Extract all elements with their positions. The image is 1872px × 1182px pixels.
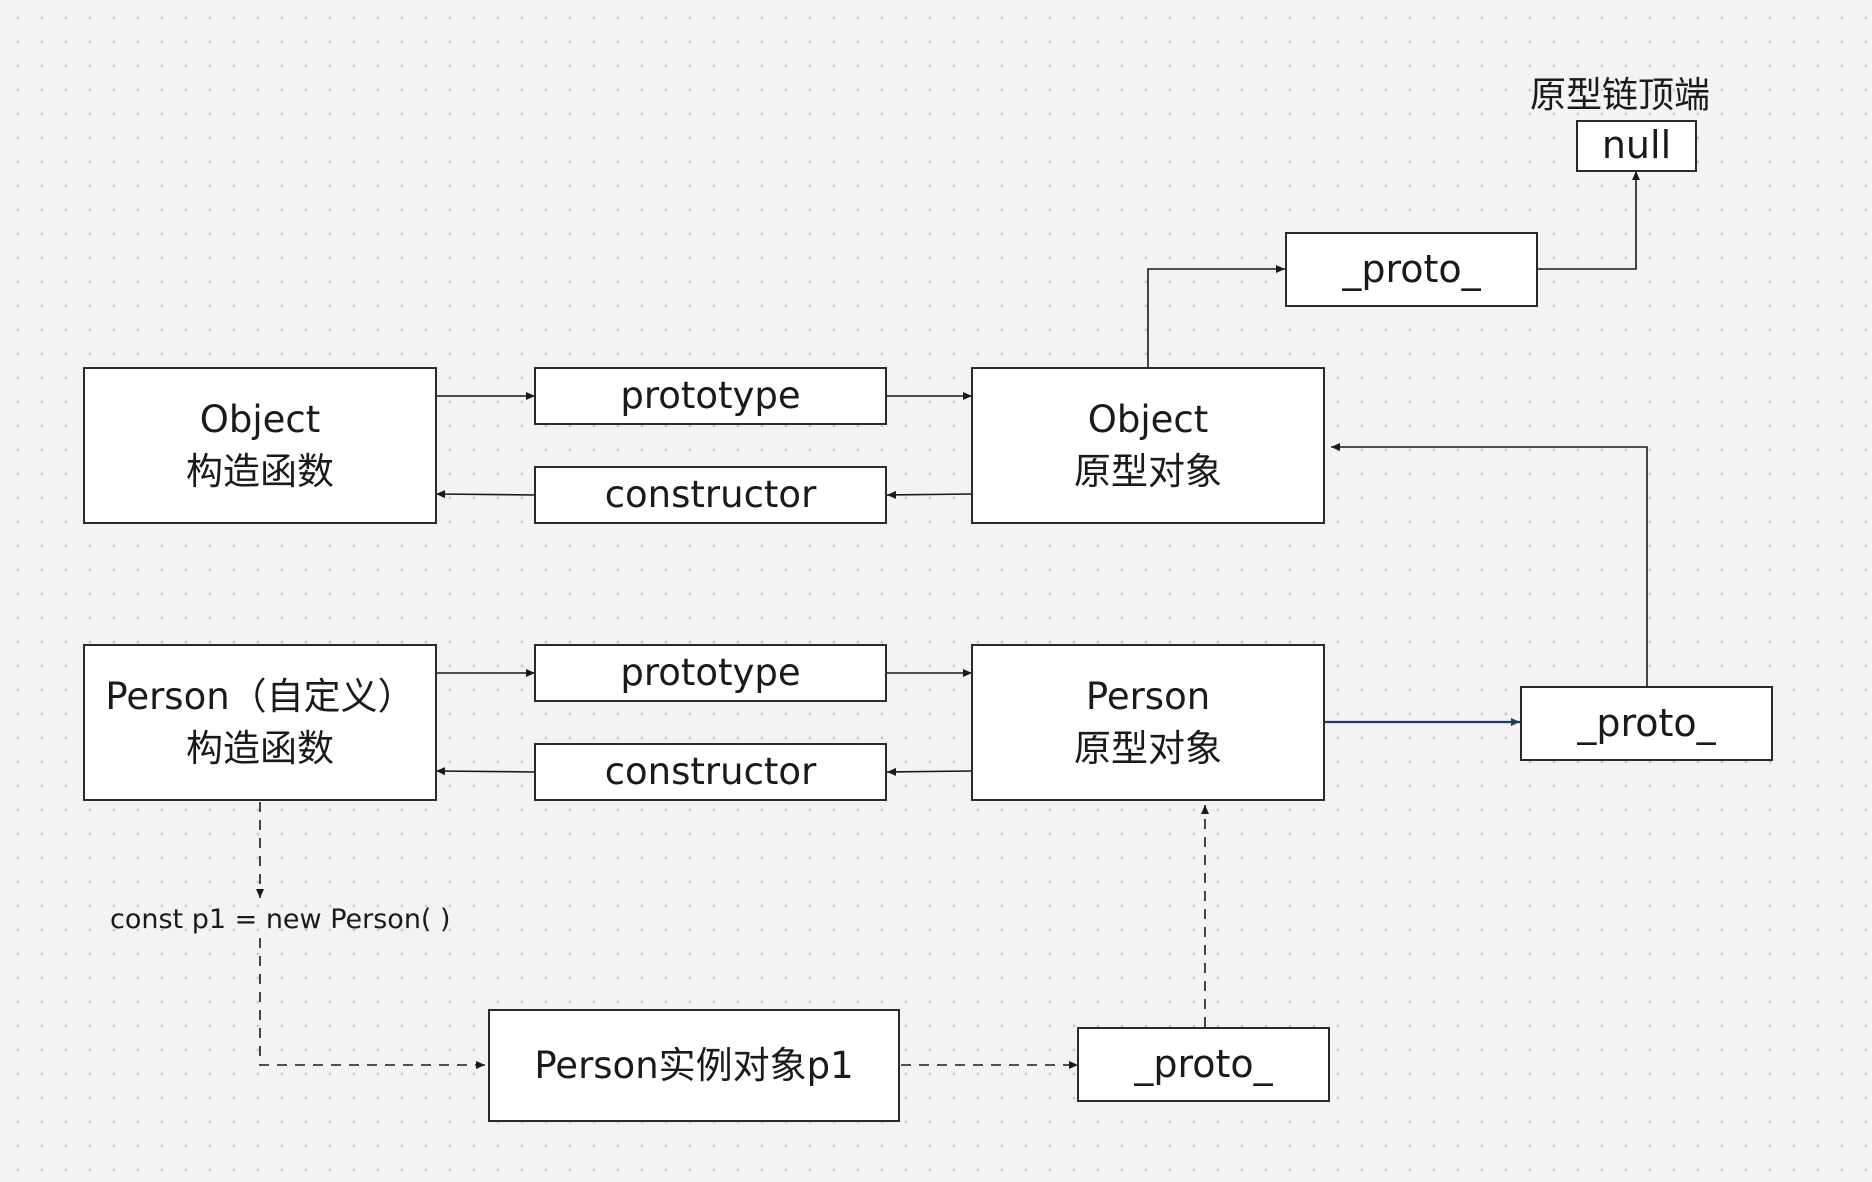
instance-proto-label: _proto_ (1134, 1041, 1273, 1086)
person-instance-node: Person实例对象p1 (488, 1009, 900, 1122)
object-proto-link-box: _proto_ (1285, 232, 1538, 307)
object-ctor-subtitle: 构造函数 (186, 449, 334, 493)
arrow-proto-to-null (1537, 171, 1640, 270)
person-constructor-node: Person（自定义） 构造函数 (83, 644, 437, 801)
arrow-object-proto-obj-to-proto (1147, 265, 1285, 368)
arrow-constructor-to-person-ctor (435, 767, 536, 776)
null-label: null (1601, 123, 1672, 168)
object-proto-label: _proto_ (1342, 246, 1481, 291)
arrow-constructor-to-object-ctor (435, 490, 536, 499)
person-ctor-title: Person（自定义） (105, 674, 415, 718)
person-prototype-link-box: prototype (534, 644, 887, 702)
object-prototype-label: prototype (620, 374, 801, 418)
arrow-person-proto-to-object-proto-obj (1331, 443, 1648, 686)
person-ctor-subtitle: 构造函数 (186, 726, 334, 770)
object-constructor-node: Object 构造函数 (83, 367, 437, 524)
person-prototype-object-node: Person 原型对象 (971, 644, 1325, 801)
object-proto-obj-subtitle: 原型对象 (1074, 449, 1222, 493)
object-prototype-link-box: prototype (534, 367, 887, 425)
person-constructor-label: constructor (604, 750, 817, 794)
person-instance-label: Person实例对象p1 (534, 1043, 854, 1087)
person-prototype-label: prototype (620, 651, 801, 695)
person-proto-label: _proto_ (1577, 700, 1716, 745)
arrow-person-proto-obj-to-constructor (886, 767, 973, 776)
object-constructor-link-box: constructor (534, 466, 887, 524)
object-proto-obj-title: Object (1087, 397, 1209, 441)
object-constructor-label: constructor (604, 473, 817, 517)
chain-top-label: 原型链顶端 (1530, 75, 1711, 116)
person-proto-obj-title: Person (1085, 674, 1211, 718)
null-node: null (1576, 120, 1697, 172)
person-proto-obj-subtitle: 原型对象 (1074, 726, 1222, 770)
new-expression-label: const p1 = new Person( ) (110, 904, 451, 935)
object-ctor-title: Object (199, 397, 321, 441)
dashed-arrow-new-to-instance (259, 938, 485, 1069)
person-constructor-link-box: constructor (534, 743, 887, 801)
instance-proto-link-box: _proto_ (1077, 1027, 1330, 1102)
person-proto-link-box: _proto_ (1520, 686, 1773, 761)
object-prototype-object-node: Object 原型对象 (971, 367, 1325, 524)
arrow-object-proto-obj-to-constructor (886, 490, 973, 499)
